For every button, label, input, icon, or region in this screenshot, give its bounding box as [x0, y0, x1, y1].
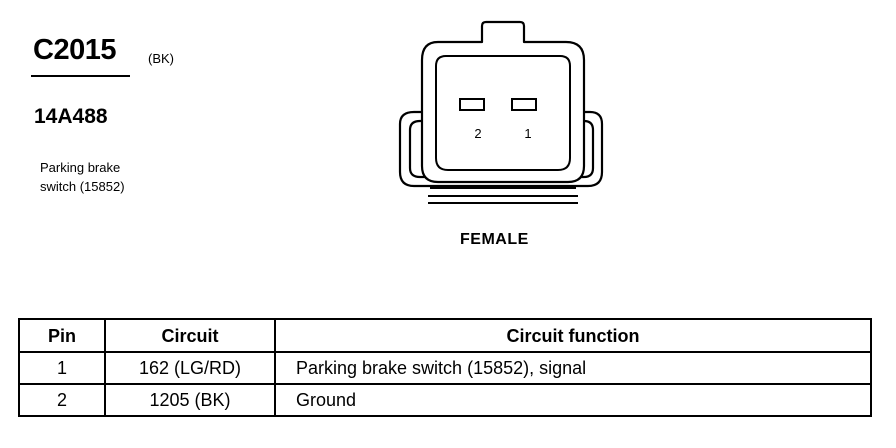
part-number: 14A488 [34, 105, 108, 128]
cell-pin: 2 [18, 383, 106, 417]
cell-circuit: 1205 (BK) [104, 383, 276, 417]
cell-circuit: 162 (LG/RD) [104, 351, 276, 385]
pin-number-1: 1 [524, 126, 531, 141]
component-name-line2: switch (15852) [40, 179, 125, 194]
pin-cavity-2 [459, 98, 485, 111]
table-header-row: Pin Circuit Circuit function [18, 318, 872, 353]
connector-id: C2015 [33, 34, 116, 66]
table-row: 1 162 (LG/RD) Parking brake switch (1585… [18, 351, 872, 385]
pin-table: Pin Circuit Circuit function 1 162 (LG/R… [18, 318, 872, 417]
table-row: 2 1205 (BK) Ground [18, 383, 872, 417]
col-header-pin: Pin [18, 318, 106, 353]
connector-gender-label: FEMALE [460, 231, 529, 248]
cell-pin: 1 [18, 351, 106, 385]
cell-function: Parking brake switch (15852), signal [274, 351, 872, 385]
connector-face-drawing: 2 1 [398, 20, 604, 204]
connector-id-underline [31, 75, 130, 77]
col-header-circuit: Circuit [104, 318, 276, 353]
connector-color: (BK) [148, 51, 174, 66]
pin-number-2: 2 [474, 126, 481, 141]
connector-clip-outer [398, 110, 604, 188]
component-name: Parking brake switch (15852) [40, 158, 125, 196]
col-header-function: Circuit function [274, 318, 872, 353]
cell-function: Ground [274, 383, 872, 417]
pin-cavity-1 [511, 98, 537, 111]
connector-housing [420, 20, 586, 184]
component-name-line1: Parking brake [40, 160, 121, 175]
connector-face [435, 55, 571, 171]
connector-clip-inner [408, 119, 595, 179]
